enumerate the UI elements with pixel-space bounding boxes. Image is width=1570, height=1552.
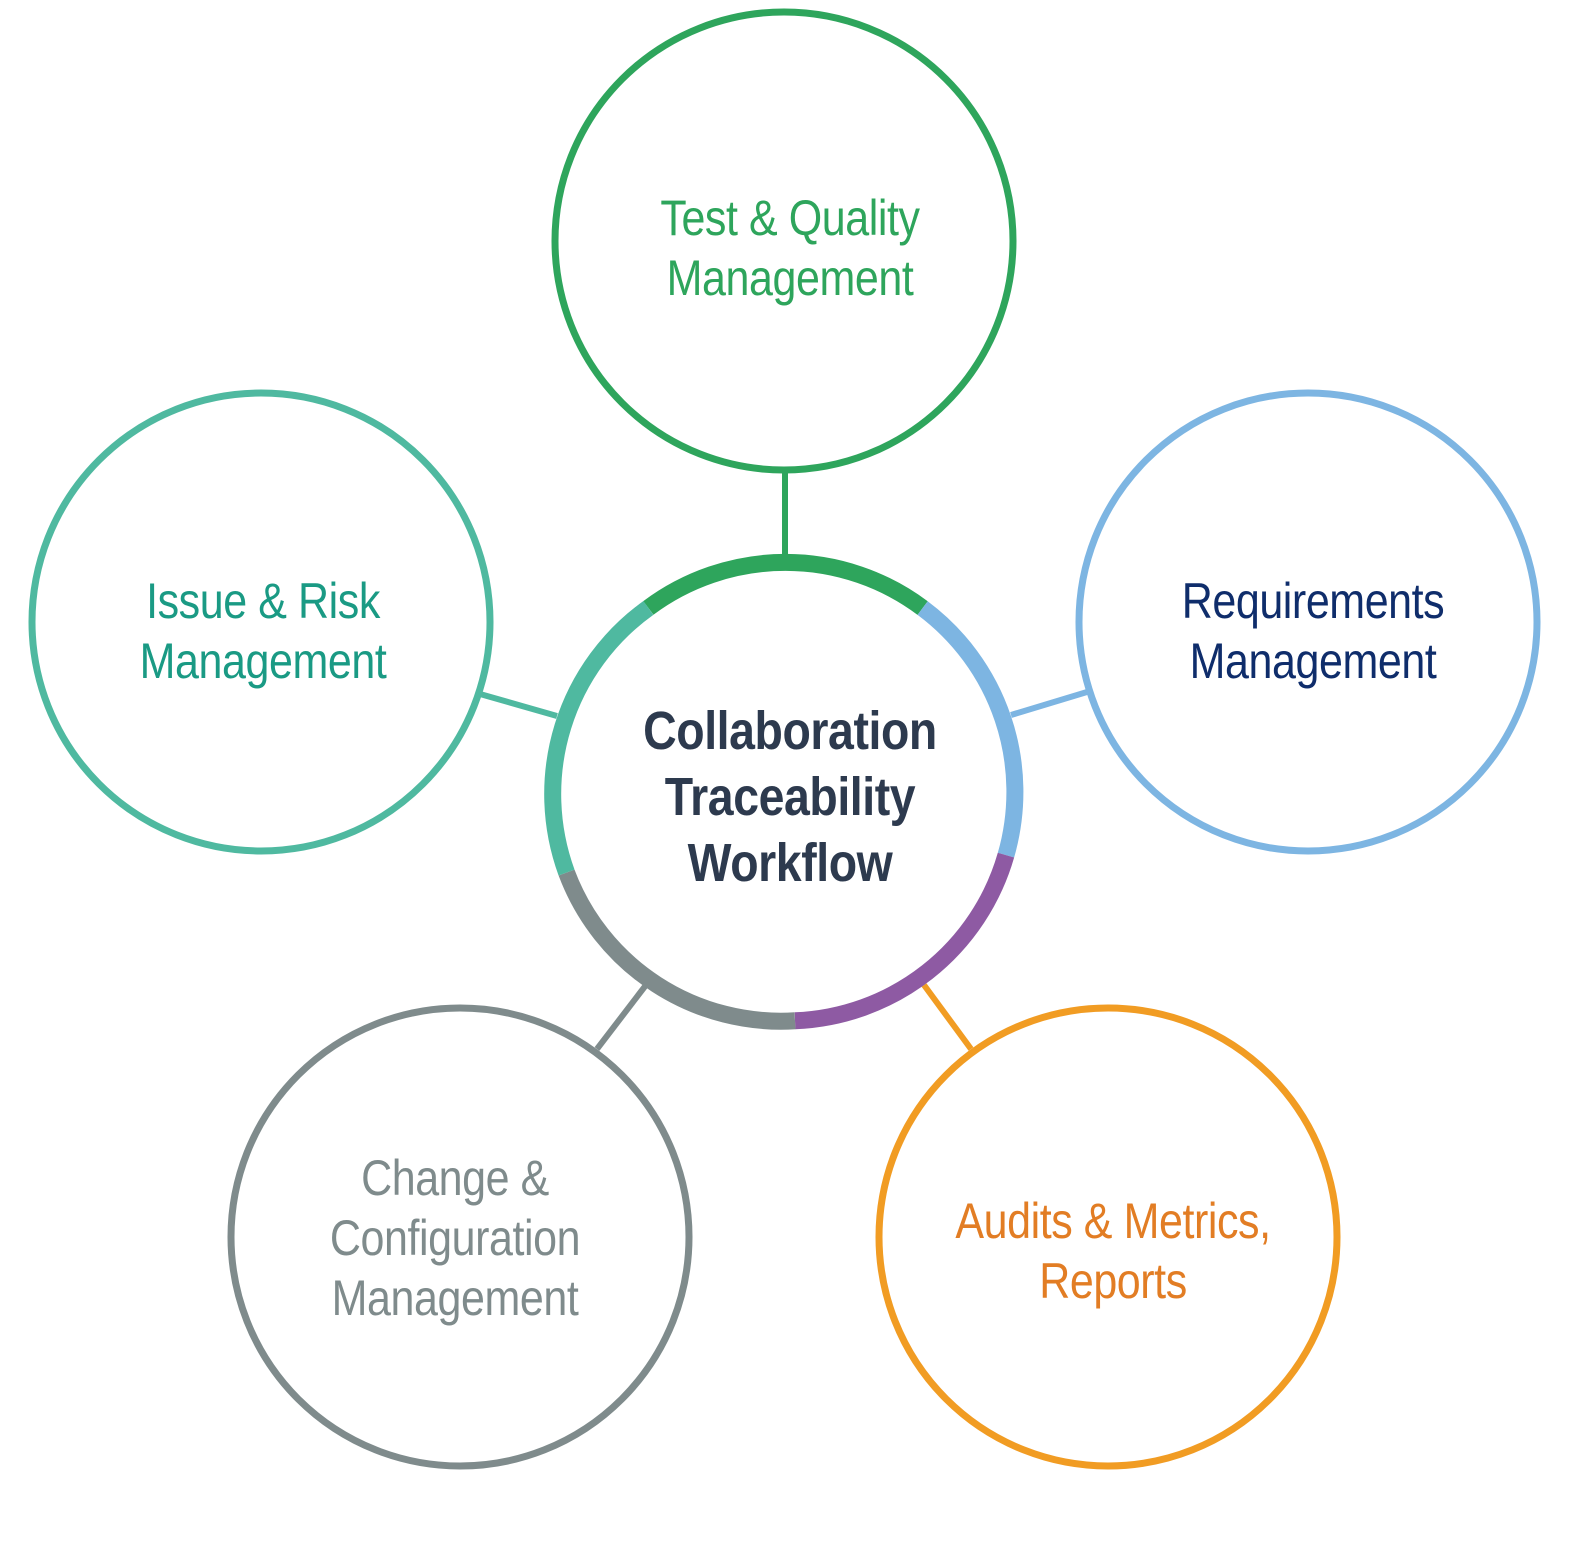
- center-label: Collaboration Traceability Workflow: [614, 692, 967, 902]
- connector-issue-risk: [479, 691, 558, 719]
- test-quality-line-1: Test & Quality: [660, 189, 920, 246]
- node-label-change-config: Change & Configuration Management: [283, 1145, 627, 1330]
- test-quality-line-2: Management: [666, 249, 914, 306]
- node-circle-audits-metrics: [875, 1004, 1341, 1470]
- connector-change-config: [594, 983, 649, 1051]
- node-label-test-quality: Test & Quality Management: [618, 185, 962, 310]
- change-config-line-2: Configuration: [329, 1209, 581, 1266]
- change-config-line-3: Management: [331, 1269, 579, 1326]
- ring-segment-test-quality: [643, 553, 928, 615]
- ring-segment-requirements: [917, 601, 1024, 858]
- node-circle-test-quality: [551, 8, 1017, 474]
- requirements-line-2: Management: [1189, 632, 1437, 689]
- audits-metrics-line-2: Reports: [1039, 1252, 1187, 1309]
- connector-audits-metrics: [921, 983, 974, 1051]
- node-circle-requirements: [1075, 389, 1541, 855]
- node-label-audits-metrics: Audits & Metrics, Reports: [941, 1188, 1285, 1313]
- center-line-3: Workflow: [687, 833, 893, 893]
- center-line-1: Collaboration: [643, 701, 937, 761]
- node-circle-issue-risk: [28, 389, 494, 855]
- audits-metrics-line-1: Audits & Metrics,: [955, 1192, 1271, 1249]
- ring-segment-change-config: [558, 869, 796, 1030]
- node-label-issue-risk: Issue & Risk Management: [91, 568, 435, 693]
- center-line-2: Traceability: [664, 767, 916, 827]
- change-config-line-1: Change &: [361, 1149, 549, 1206]
- node-label-requirements: Requirements Management: [1141, 568, 1485, 693]
- issue-risk-line-2: Management: [139, 632, 387, 689]
- connector-requirements: [1010, 689, 1088, 718]
- issue-risk-line-1: Issue & Risk: [146, 572, 380, 629]
- ring-segment-audits-metrics: [794, 852, 1015, 1030]
- ring-segment-issue-risk: [544, 601, 654, 876]
- requirements-line-1: Requirements: [1181, 572, 1445, 629]
- node-circle-change-config: [227, 1004, 693, 1470]
